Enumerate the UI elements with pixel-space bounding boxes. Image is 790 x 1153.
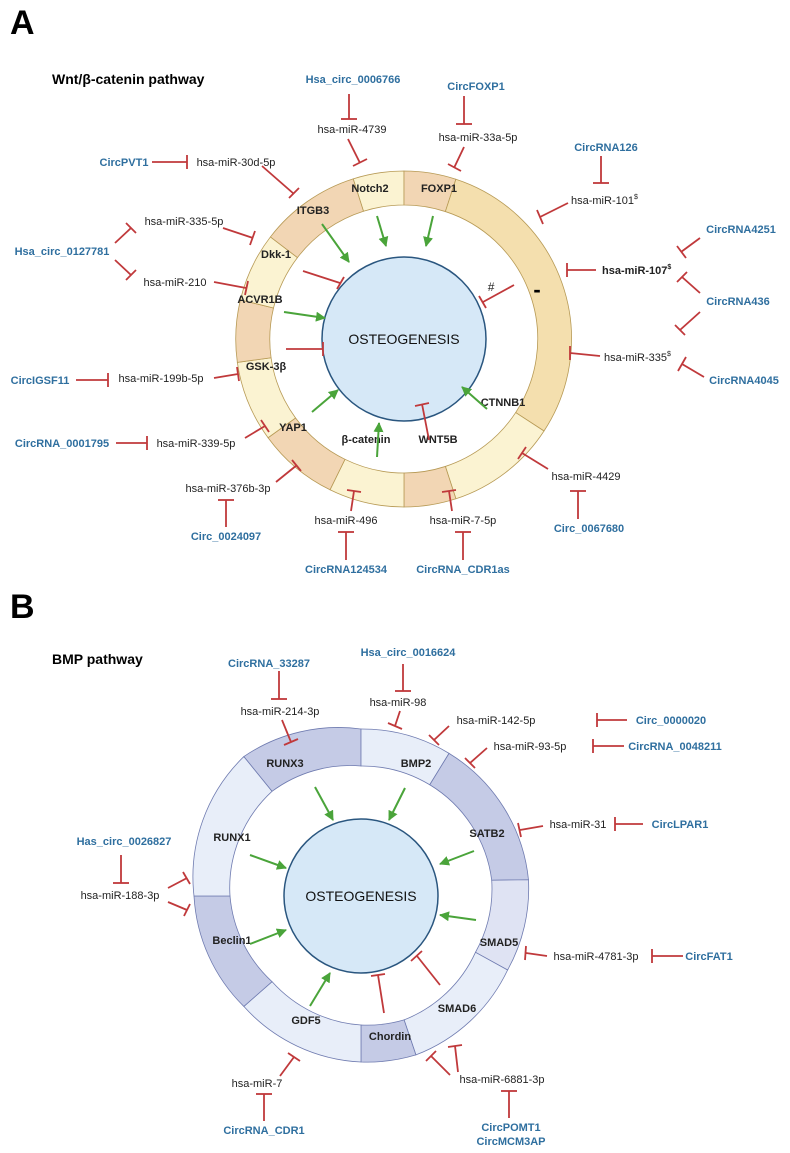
mirna-4429: hsa-miR-4429 bbox=[551, 471, 620, 483]
seg-label-ctnnb1: CTNNB1 bbox=[481, 397, 526, 409]
circrna-0001795: CircRNA_0001795 bbox=[15, 438, 109, 450]
mirna-335: hsa-miR-335$ bbox=[604, 351, 671, 364]
bmp-inner-circle bbox=[283, 818, 439, 974]
circrna-0048211: CircRNA_0048211 bbox=[628, 741, 722, 753]
mirna-339-5p: hsa-miR-339-5p bbox=[157, 438, 236, 450]
panel-b: B BMP pathway OSTEOGENESIS RUNX3 BMP2 SA… bbox=[10, 588, 733, 1148]
mirna-30d-5p: hsa-miR-30d-5p bbox=[197, 157, 276, 169]
wnt-outer-inhibitions bbox=[76, 94, 705, 560]
mirna-33a-5p: hsa-miR-33a-5p bbox=[439, 132, 518, 144]
wnt-activation-arrows bbox=[283, 215, 488, 458]
seg-label-foxp1: FOXP1 bbox=[421, 183, 457, 195]
seg-label-acvr1b: ACVR1B bbox=[237, 294, 282, 306]
bmp-outer-inhibitions bbox=[113, 664, 683, 1121]
seg-label-notch2: Notch2 bbox=[351, 183, 388, 195]
center-label-b: OSTEOGENESIS bbox=[305, 888, 416, 904]
circrna-lpar1: CircLPAR1 bbox=[652, 819, 709, 831]
panel-b-title: BMP pathway bbox=[52, 651, 143, 667]
seg-label-bmp2: BMP2 bbox=[401, 758, 432, 770]
mirna-496: hsa-miR-496 bbox=[315, 515, 378, 527]
circrna-126: CircRNA126 bbox=[574, 142, 638, 154]
seg-label-satb2: SATB2 bbox=[469, 828, 504, 840]
seg-label-beta-catenin: β-catenin bbox=[342, 434, 391, 446]
mirna-93-5p: hsa-miR-93-5p bbox=[494, 741, 567, 753]
circrna-mcm3ap: CircMCM3AP bbox=[476, 1136, 545, 1148]
bmp-activation-arrows bbox=[249, 786, 477, 1007]
seg-label-runx3: RUNX3 bbox=[266, 758, 303, 770]
mirna-376b-3p: hsa-miR-376b-3p bbox=[186, 483, 271, 495]
mirna-142-5p: hsa-miR-142-5p bbox=[457, 715, 536, 727]
mirna-31: hsa-miR-31 bbox=[550, 819, 607, 831]
ring-seg-itgb3 bbox=[269, 178, 364, 259]
circrna-cdr1: CircRNA_CDR1 bbox=[223, 1125, 304, 1137]
circrna-pomt1: CircPOMT1 bbox=[481, 1122, 540, 1134]
panel-a: A Wnt/β-catenin pathway OSTEOGENESIS Not… bbox=[10, 4, 779, 576]
circrna-33287: CircRNA_33287 bbox=[228, 658, 310, 670]
seg-label-gdf5: GDF5 bbox=[291, 1015, 320, 1027]
mirna-4739: hsa-miR-4739 bbox=[317, 124, 386, 136]
mirna-210: hsa-miR-210 bbox=[144, 277, 207, 289]
wnt-ring bbox=[235, 170, 572, 508]
circrna-0006766: Hsa_circ_0006766 bbox=[306, 74, 401, 86]
circrna-foxp1: CircFOXP1 bbox=[447, 81, 504, 93]
mirna-214-3p: hsa-miR-214-3p bbox=[241, 706, 320, 718]
circrna-124534: CircRNA124534 bbox=[305, 564, 388, 576]
mirna-101: hsa-miR-101$ bbox=[571, 194, 638, 207]
circrna-4251: CircRNA4251 bbox=[706, 224, 776, 236]
circrna-igsf11: CircIGSF11 bbox=[11, 375, 70, 387]
seg-label-dkk1: Dkk-1 bbox=[261, 249, 291, 261]
circrna-cdr1as: CircRNA_CDR1as bbox=[416, 564, 510, 576]
ring-seg-runx1 bbox=[192, 755, 273, 897]
seg-label-gsk3b: GSK-3β bbox=[246, 361, 287, 373]
wnt-inner-circle bbox=[321, 256, 487, 422]
seg-label-smad6: SMAD6 bbox=[438, 1003, 477, 1015]
mirna-6881-3p: hsa-miR-6881-3p bbox=[460, 1074, 545, 1086]
circrna-436: CircRNA436 bbox=[706, 296, 770, 308]
circrna-0067680: Circ_0067680 bbox=[554, 523, 624, 535]
circrna-pvt1: CircPVT1 bbox=[100, 157, 149, 169]
seg-label-yap1: YAP1 bbox=[279, 422, 307, 434]
hash-mark: # bbox=[488, 280, 495, 294]
circrna-0016624: Hsa_circ_0016624 bbox=[361, 647, 457, 659]
ring-seg-ctnnb1 bbox=[444, 411, 545, 500]
mirna-107: hsa-miR-107$ bbox=[602, 264, 671, 277]
seg-label-smad5: SMAD5 bbox=[480, 937, 519, 949]
mirna-188-3p: hsa-miR-188-3p bbox=[81, 890, 160, 902]
panel-a-label: A bbox=[10, 4, 35, 42]
ring-seg-acvr1b bbox=[235, 299, 274, 363]
mirna-335-5p: hsa-miR-335-5p bbox=[145, 216, 224, 228]
circrna-0026827: Has_circ_0026827 bbox=[77, 836, 172, 848]
seg-label-wnt5b: WNT5B bbox=[418, 434, 457, 446]
circrna-0000020: Circ_0000020 bbox=[636, 715, 706, 727]
mirna-4781-3p: hsa-miR-4781-3p bbox=[554, 951, 639, 963]
mirna-7-5p: hsa-miR-7-5p bbox=[430, 515, 497, 527]
bmp-inner-inhibitions bbox=[370, 950, 441, 1014]
ring-seg-beclin1 bbox=[193, 895, 273, 1007]
panel-b-label: B bbox=[10, 588, 35, 626]
panel-a-title: Wnt/β-catenin pathway bbox=[52, 71, 205, 87]
seg-label-chordin: Chordin bbox=[369, 1031, 411, 1043]
circrna-4045: CircRNA4045 bbox=[709, 375, 779, 387]
seg-label-runx1: RUNX1 bbox=[213, 832, 250, 844]
seg-label-beclin1: Beclin1 bbox=[212, 935, 251, 947]
mirna-7: hsa-miR-7 bbox=[232, 1078, 283, 1090]
minus-sign: - bbox=[533, 277, 540, 302]
circrna-fat1: CircFAT1 bbox=[685, 951, 732, 963]
bmp-ring bbox=[192, 727, 530, 1063]
wnt-inner-inhibitions bbox=[286, 270, 515, 441]
circrna-0127781: Hsa_circ_0127781 bbox=[15, 246, 110, 258]
circrna-0024097: Circ_0024097 bbox=[191, 531, 261, 543]
mirna-199b-5p: hsa-miR-199b-5p bbox=[119, 373, 204, 385]
seg-label-itgb3: ITGB3 bbox=[297, 205, 329, 217]
center-label-a: OSTEOGENESIS bbox=[348, 331, 459, 347]
mirna-98: hsa-miR-98 bbox=[370, 697, 427, 709]
